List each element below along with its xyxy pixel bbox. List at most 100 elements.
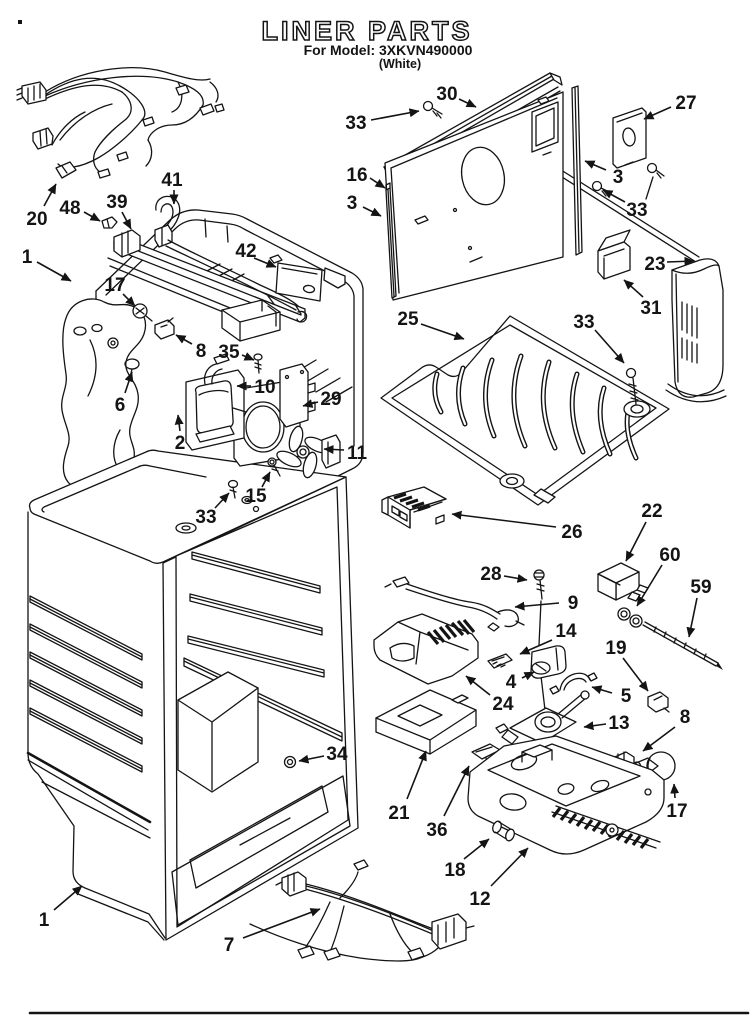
callout-label-27-20: 27 (675, 93, 696, 114)
callout-label-35-9: 35 (218, 342, 240, 363)
callout-label-3-19: 3 (347, 193, 358, 214)
air-tower (597, 229, 727, 403)
evaporator-covers (373, 613, 479, 755)
finish-line: (White) (379, 57, 421, 71)
callout-arrow-35-9 (241, 352, 255, 361)
callout-label-11-13: 11 (347, 443, 368, 464)
callout-label-13-38: 13 (608, 713, 629, 734)
callout-label-31-24: 31 (640, 298, 662, 319)
callout-arrow-33-15 (214, 492, 230, 509)
callout-label-39-2: 39 (106, 192, 127, 213)
callout-label-16-18: 16 (346, 165, 367, 186)
callout-label-17-40: 17 (666, 801, 687, 822)
callout-label-17-6: 17 (104, 275, 125, 296)
print-artifact-dot (18, 20, 22, 24)
callout-label-25-25: 25 (397, 309, 419, 330)
callout-label-24-36: 24 (492, 694, 514, 715)
callout-label-7-46: 7 (224, 935, 235, 956)
callout-label-8-8: 8 (196, 341, 207, 362)
callout-arrow-12-44 (490, 847, 529, 887)
callout-label-59-30: 59 (690, 577, 711, 598)
callout-label-15-14: 15 (245, 486, 267, 507)
terminal-box (381, 486, 447, 529)
callout-label-19-34: 19 (605, 638, 626, 659)
callout-label-36-42: 36 (426, 820, 447, 841)
callout-label-33-17: 33 (345, 113, 366, 134)
callout-label-21-41: 21 (388, 803, 410, 824)
control-small-parts (384, 562, 723, 801)
callout-arrow-22-28 (625, 521, 647, 562)
callout-label-4-35: 4 (506, 672, 517, 693)
callout-arrow-31-24 (623, 279, 644, 298)
callout-label-26-27: 26 (561, 522, 582, 543)
title-block: LINER PARTS For Model: 3XKVN490000 (Whit… (261, 15, 473, 71)
callout-arrow-29-11 (302, 399, 319, 408)
callout-arrow-33-17 (370, 108, 420, 121)
evaporator-fan-assembly (185, 353, 341, 513)
callout-arrow-14-33 (519, 639, 553, 655)
callout-arrow-27-20 (643, 106, 672, 120)
callout-arrow-33-22 (602, 189, 626, 203)
callout-label-22-28: 22 (641, 501, 662, 522)
wire-harness-bottom (249, 859, 475, 962)
callout-label-20-0: 20 (26, 209, 47, 230)
callout-arrow-3-19 (362, 206, 382, 217)
callout-label-34-45: 34 (326, 744, 348, 765)
callout-arrow-26-27 (451, 510, 557, 528)
callout-label-3-21: 3 (613, 167, 624, 188)
callout-label-30-16: 30 (436, 84, 457, 105)
callout-arrow-8-8 (175, 334, 193, 345)
callout-label-33-15: 33 (195, 507, 216, 528)
callout-label-9-32: 9 (568, 593, 579, 614)
callout-arrow-1-47 (53, 885, 83, 911)
callout-arrow-2-12 (174, 414, 184, 432)
callout-label-29-11: 29 (320, 389, 341, 410)
callout-arrow-39-2 (121, 211, 132, 230)
rear-air-duct-panel (383, 72, 700, 301)
callout-label-1-5: 1 (22, 247, 33, 268)
callout-label-33-26: 33 (573, 312, 594, 333)
callout-label-33-22: 33 (626, 200, 647, 221)
callout-arrow-36-42 (443, 765, 470, 817)
wire-harness-top (16, 67, 225, 179)
callout-arrow-23-23 (666, 256, 695, 266)
callout-label-6-7: 6 (115, 395, 126, 416)
callout-label-5-37: 5 (621, 686, 632, 707)
callout-arrow-16-18 (369, 177, 386, 189)
callout-label-60-29: 60 (659, 545, 680, 566)
liner-cabinet (26, 449, 359, 941)
callout-arrow-21-41 (406, 750, 427, 800)
callout-label-48-1: 48 (59, 198, 80, 219)
clip-48 (101, 216, 118, 229)
callout-label-10-10: 10 (254, 377, 275, 398)
callout-arrow-19-34 (622, 657, 649, 692)
callout-arrow-30-16 (458, 98, 477, 108)
callout-arrow-34-45 (298, 754, 325, 764)
callout-arrow-11-13 (323, 444, 345, 454)
callout-arrow-6-7 (124, 371, 134, 394)
callout-arrow-8-39 (642, 726, 676, 752)
air-duct-and-fasteners (61, 298, 281, 491)
console-housing (467, 735, 665, 855)
callout-arrow-42-4 (253, 257, 277, 268)
callout-arrow-25-25 (420, 323, 465, 341)
model-line: For Model: 3XKVN490000 (304, 42, 473, 58)
ribbed-shelf (380, 315, 670, 506)
callout-arrow-4-35 (521, 671, 535, 681)
callout-arrow-48-1 (83, 211, 101, 222)
callout-label-41-3: 41 (161, 170, 183, 191)
callout-arrow-60-29 (636, 564, 663, 607)
top-rail-assembly (107, 195, 346, 323)
callout-label-42-4: 42 (235, 241, 256, 262)
callout-arrow-7-46 (242, 908, 321, 939)
callout-arrow-17-40 (670, 783, 680, 799)
callout-arrow-20-0 (43, 183, 57, 207)
callout-arrow-9-32 (514, 601, 560, 611)
callout-label-12-44: 12 (469, 889, 490, 910)
callout-arrow-13-38 (583, 721, 607, 731)
callout-arrow-28-31 (503, 573, 528, 583)
callout-label-14-33: 14 (555, 621, 577, 642)
callout-arrow-24-36 (465, 675, 491, 696)
